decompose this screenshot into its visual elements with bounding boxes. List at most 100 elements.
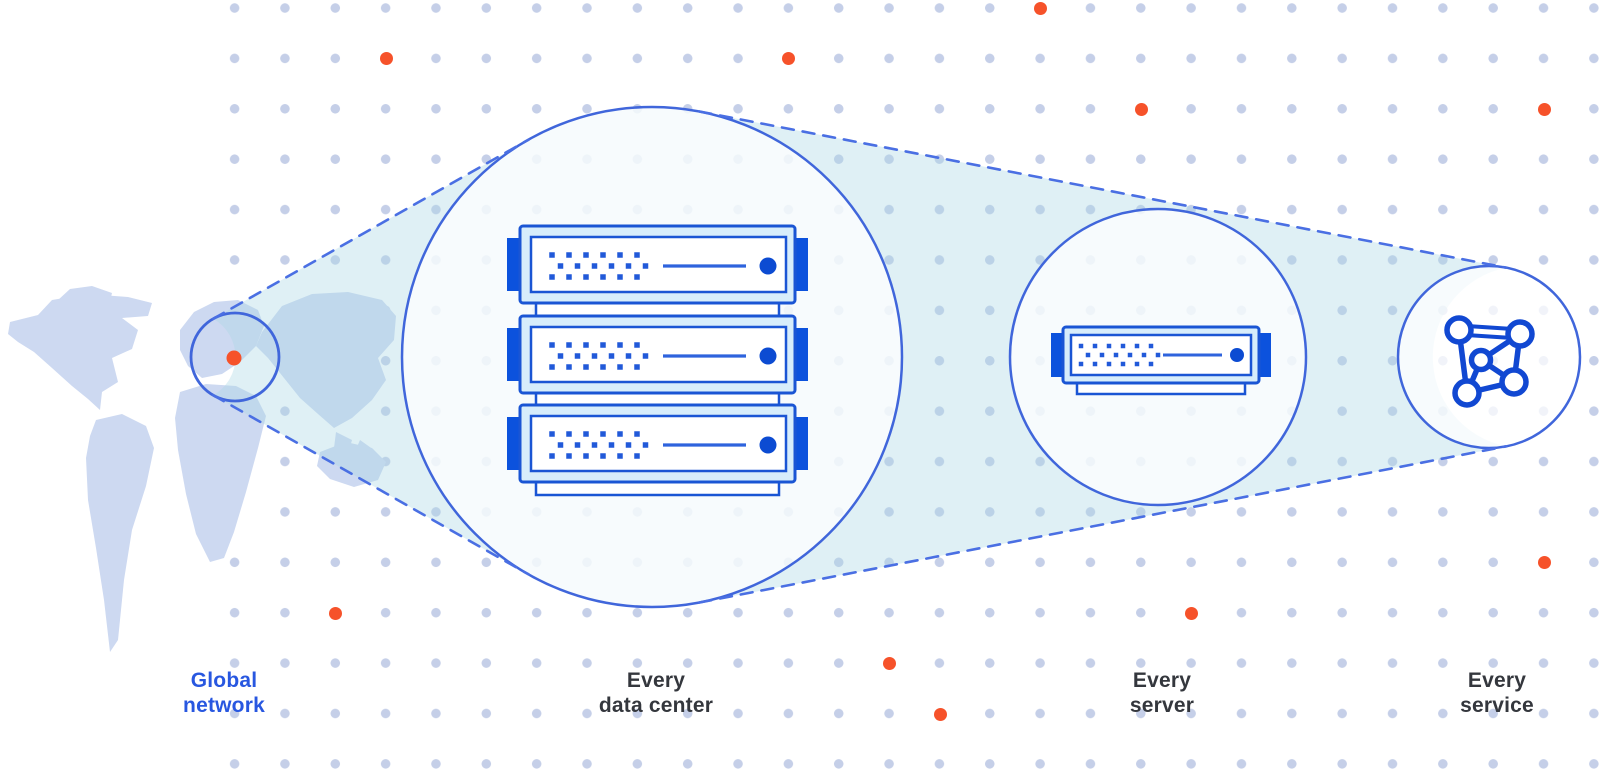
server-ear-left xyxy=(507,328,521,381)
led-square xyxy=(557,442,564,448)
led-square xyxy=(617,364,623,370)
led-square xyxy=(549,252,555,258)
led-square xyxy=(574,442,581,448)
server-power-dot xyxy=(759,347,777,365)
led-square xyxy=(1134,361,1140,367)
led-square xyxy=(583,453,589,459)
led-square xyxy=(634,431,640,437)
server-ear-right xyxy=(1259,333,1271,377)
server-ear-left xyxy=(507,238,521,291)
led-square xyxy=(549,364,555,370)
server-ear-left xyxy=(507,417,521,470)
led-square xyxy=(1106,343,1112,349)
led-square xyxy=(617,453,623,459)
led-square xyxy=(608,442,615,448)
accent-orange-dot xyxy=(1134,102,1148,116)
led-square xyxy=(566,274,572,280)
led-square xyxy=(1134,343,1140,349)
led-square xyxy=(600,453,606,459)
server-unit xyxy=(507,314,808,408)
led-square xyxy=(549,274,555,280)
label-line: network xyxy=(183,694,265,717)
mesh-node xyxy=(1505,319,1535,349)
label-line: Every xyxy=(626,669,686,692)
led-square xyxy=(591,442,598,448)
location-marker-dot xyxy=(226,350,242,366)
map-africa xyxy=(175,384,266,562)
accent-orange-dot xyxy=(328,606,342,620)
dashed-connector-top-right xyxy=(698,110,1508,270)
label-line: service xyxy=(1460,694,1534,717)
led-square xyxy=(617,274,623,280)
led-square xyxy=(642,442,649,448)
led-square xyxy=(617,431,623,437)
world-map xyxy=(8,286,396,652)
led-square xyxy=(625,353,632,359)
led-square xyxy=(634,274,640,280)
led-square xyxy=(583,252,589,258)
led-square xyxy=(566,453,572,459)
server-ear-right xyxy=(794,238,808,291)
led-square xyxy=(549,453,555,459)
led-square xyxy=(634,364,640,370)
server-power-dot xyxy=(759,257,777,275)
server-power-dot xyxy=(759,436,777,454)
led-square xyxy=(1127,352,1133,358)
led-square xyxy=(1078,361,1084,367)
accent-orange-dot xyxy=(781,51,795,65)
led-square xyxy=(574,353,581,359)
mesh-node-center xyxy=(1468,347,1494,373)
server-power-dot xyxy=(1230,348,1244,362)
map-asia xyxy=(256,292,396,428)
map-region-circle xyxy=(189,311,281,403)
led-square xyxy=(1085,352,1091,358)
led-square xyxy=(1113,352,1119,358)
map-south-america xyxy=(86,414,154,652)
led-square xyxy=(566,364,572,370)
led-square xyxy=(1106,361,1112,367)
accent-orange-dot xyxy=(379,51,393,65)
server-led-matrix xyxy=(549,431,649,459)
led-square xyxy=(617,252,623,258)
led-square xyxy=(591,263,598,269)
led-square xyxy=(600,342,606,348)
server-unit xyxy=(507,224,808,318)
led-square xyxy=(566,342,572,348)
led-square xyxy=(600,252,606,258)
led-square xyxy=(634,252,640,258)
led-square xyxy=(634,453,640,459)
led-square xyxy=(549,431,555,437)
led-square xyxy=(557,353,564,359)
label-every-service: Every service xyxy=(1460,668,1534,718)
label-global-network: Global network xyxy=(183,668,265,718)
server-ear-right xyxy=(794,328,808,381)
accent-orange-dot xyxy=(882,656,896,670)
label-line: Global xyxy=(190,669,258,692)
led-square xyxy=(1148,361,1154,367)
led-square xyxy=(583,274,589,280)
led-square xyxy=(1099,352,1105,358)
led-square xyxy=(625,263,632,269)
led-square xyxy=(1078,343,1084,349)
server-icon xyxy=(1051,325,1271,396)
led-square xyxy=(608,263,615,269)
mesh-node xyxy=(1444,315,1474,345)
map-australia xyxy=(317,442,386,487)
dashed-connector-top-left xyxy=(212,138,530,321)
rack-server-icon xyxy=(507,224,808,497)
mesh-network-icon xyxy=(1444,315,1535,408)
server-ear-right xyxy=(794,417,808,470)
led-square xyxy=(600,274,606,280)
led-square xyxy=(566,252,572,258)
led-square xyxy=(1141,352,1147,358)
dashed-connectors xyxy=(212,110,1508,604)
led-square xyxy=(583,364,589,370)
server-led-matrix xyxy=(549,252,649,280)
led-square xyxy=(566,431,572,437)
led-square xyxy=(591,353,598,359)
label-line: Every xyxy=(1467,669,1527,692)
led-square xyxy=(642,353,649,359)
mesh-node xyxy=(1499,367,1529,397)
server-led-matrix xyxy=(549,342,649,370)
